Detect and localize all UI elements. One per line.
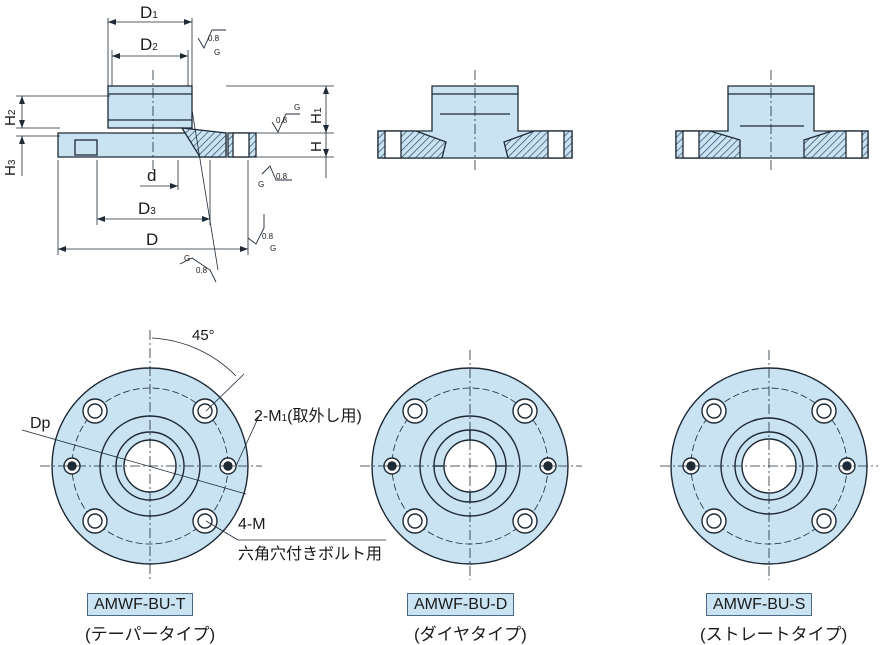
angle-45: 45°: [192, 327, 215, 344]
dim-h2: H2: [2, 109, 19, 126]
finish-ra-4: 0.8: [262, 232, 274, 241]
finish-ra-2: 0.8: [276, 116, 288, 125]
note-2-m1: 2-M1(取外し用): [254, 408, 362, 425]
note-bolt: 六角穴付きボルト用: [238, 546, 383, 563]
model-type-straight: (ストレートタイプ): [700, 625, 848, 644]
front-view-taper: [40, 330, 262, 580]
finish-g-4: G: [270, 244, 277, 253]
model-type-diamond: (ダイヤタイプ): [414, 625, 527, 644]
finish-ra-1: 0.8: [208, 34, 220, 43]
model-tag-diamond: AMWF-BU-D: [407, 593, 515, 616]
surface-finish-marks: [179, 29, 300, 283]
dim-d1: D1: [140, 3, 158, 22]
dim-h: H: [308, 141, 325, 152]
dim-dp: Dp: [30, 415, 51, 432]
dim-d3: D3: [138, 199, 156, 218]
finish-g-5: G: [184, 254, 191, 263]
model-type-taper: (テーパータイプ): [85, 625, 216, 644]
dim-h3: H3: [2, 159, 19, 176]
model-tag-taper: AMWF-BU-T: [87, 593, 193, 616]
dim-d: D: [146, 230, 159, 249]
hub-body: [107, 85, 193, 129]
side-view-straight: [675, 70, 869, 170]
finish-ra-5: 0.8: [196, 266, 208, 275]
front-view-straight: [660, 350, 878, 580]
finish-ra-3: 0.8: [276, 172, 288, 181]
finish-g-3: G: [258, 180, 265, 189]
dim-h1: H1: [308, 107, 325, 124]
note-4-m: 4-M: [238, 516, 266, 533]
model-tag-straight: AMWF-BU-S: [706, 593, 813, 616]
front-view-taper-annotations: [21, 337, 386, 541]
finish-g-1: G: [214, 48, 221, 57]
side-view-taper: [57, 70, 257, 170]
finish-g-2: G: [294, 103, 301, 112]
dim-d2: D2: [140, 35, 158, 54]
flange-section: [180, 127, 227, 158]
side-view-diamond: [377, 70, 573, 170]
dim-d-small: d: [147, 166, 157, 185]
front-view-diamond: [360, 350, 582, 580]
arrowheads: [19, 19, 329, 252]
